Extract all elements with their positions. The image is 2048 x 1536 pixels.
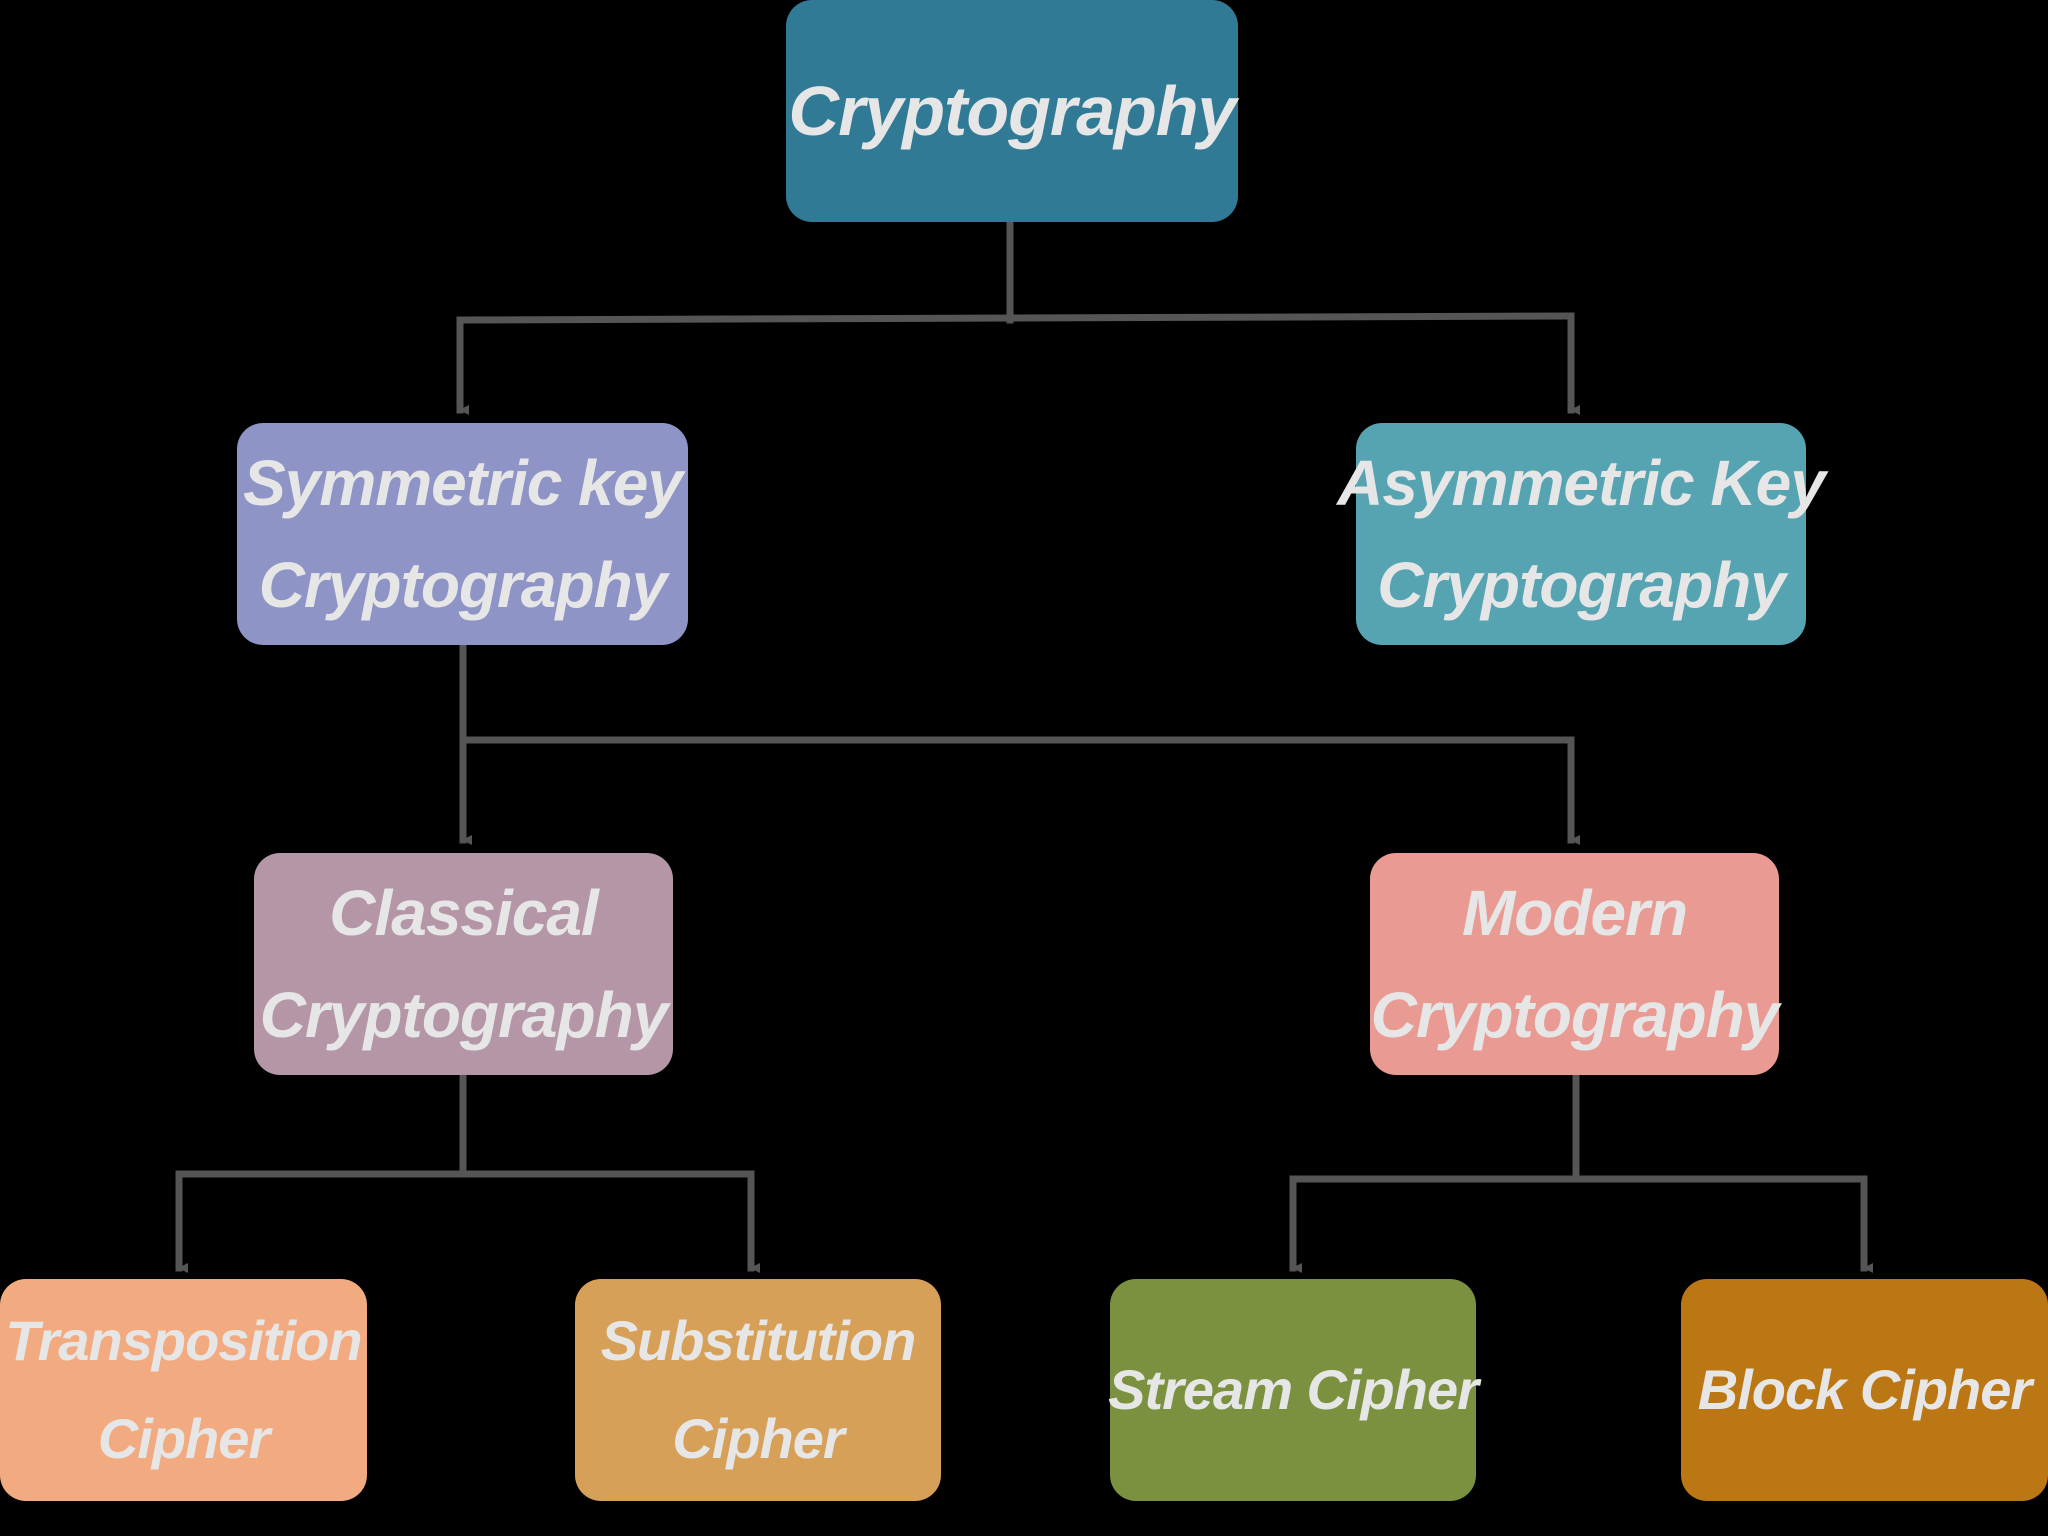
node-substitution-cipher: Substitution Cipher xyxy=(575,1279,941,1501)
node-symmetric-label-line-1: Symmetric key xyxy=(243,446,683,519)
node-substitution-label-line-1: Substitution xyxy=(600,1309,917,1372)
node-cryptography: Cryptography xyxy=(786,0,1238,222)
node-cryptography-label-line-1: Cryptography xyxy=(788,72,1237,150)
node-symmetric-key-cryptography: Symmetric key Cryptography xyxy=(237,423,688,645)
node-classical-cryptography: Classical Cryptography xyxy=(254,853,673,1075)
node-transposition-label-line-2: Cipher xyxy=(97,1407,270,1470)
node-transposition-cipher: Transposition Cipher xyxy=(0,1279,367,1501)
node-asymmetric-label-line-2: Cryptography xyxy=(1377,549,1786,621)
node-asymmetric-key-cryptography: Asymmetric Key Cryptography xyxy=(1337,423,1826,645)
node-classical-label-line-2: Cryptography xyxy=(259,979,669,1051)
node-block-label-line-1: Block Cipher xyxy=(1697,1358,2032,1421)
node-modern-cryptography: Modern Cryptography xyxy=(1370,853,1779,1075)
node-block-cipher: Block Cipher xyxy=(1681,1279,2048,1501)
node-modern-label-line-2: Cryptography xyxy=(1370,979,1780,1051)
node-classical-label-line-1: Classical xyxy=(329,876,599,949)
node-stream-label-line-1: Stream Cipher xyxy=(1108,1358,1479,1421)
node-asymmetric-label-line-1: Asymmetric Key xyxy=(1337,446,1826,519)
node-modern-label-line-1: Modern xyxy=(1461,876,1688,949)
node-symmetric-label-line-2: Cryptography xyxy=(258,549,668,621)
node-substitution-label-line-2: Cipher xyxy=(672,1407,844,1470)
node-transposition-label-line-1: Transposition xyxy=(5,1309,362,1372)
connector-root-branch xyxy=(456,312,1575,324)
node-stream-cipher: Stream Cipher xyxy=(1108,1279,1479,1501)
